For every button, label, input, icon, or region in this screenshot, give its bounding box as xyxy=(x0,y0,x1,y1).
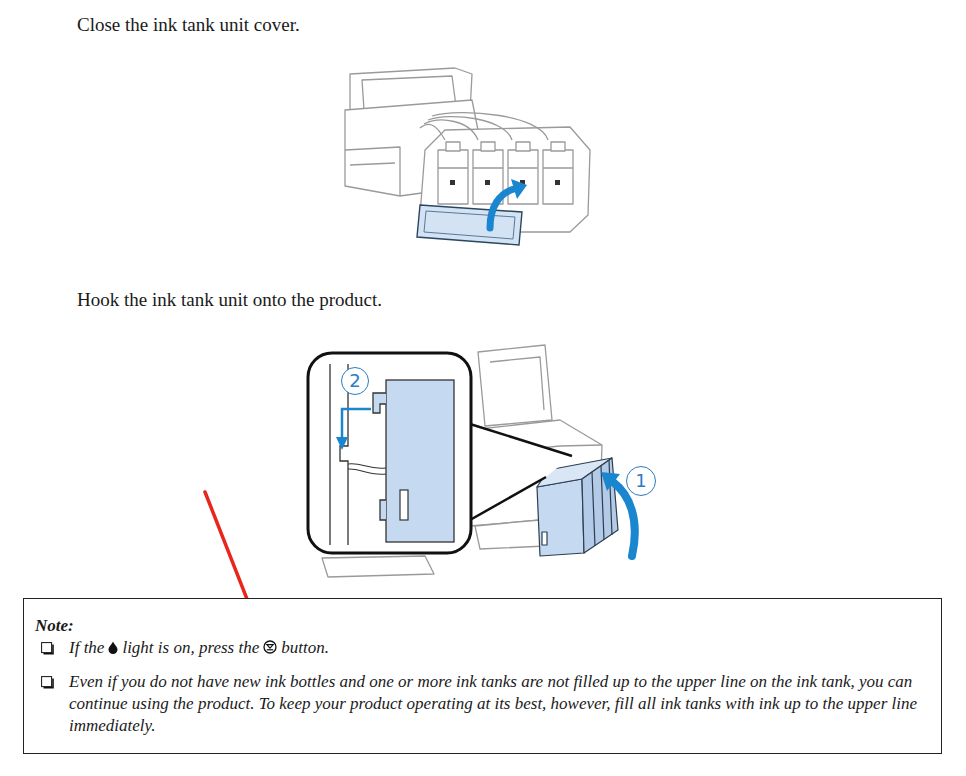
bullet-box xyxy=(41,642,55,656)
ink-tank-cover xyxy=(417,205,522,245)
note-text: Even if you do not have new ink bottles … xyxy=(69,672,917,735)
zoom-wedge xyxy=(470,424,572,520)
bullet-shadow xyxy=(44,645,54,654)
button-icon xyxy=(263,640,277,654)
bullet-shadow xyxy=(44,679,54,688)
ink-light-icon xyxy=(108,641,118,654)
callout-digit: 2 xyxy=(349,372,360,390)
note-text: button. xyxy=(281,638,329,657)
button-bar xyxy=(267,649,273,650)
button-ring xyxy=(264,641,276,653)
note-heading: Note: xyxy=(35,616,74,635)
printer-illustration-1 xyxy=(345,68,590,232)
step-instruction: Hook the ink tank unit onto the product. xyxy=(77,288,382,312)
note-item: Even if you do not have new ink bottles … xyxy=(35,671,931,737)
bullet-box xyxy=(41,676,55,690)
button-triangle xyxy=(267,645,273,649)
callout-digit: 1 xyxy=(635,472,646,490)
note-heading-row: Note: xyxy=(35,615,931,637)
step-instruction: Close the ink tank unit cover. xyxy=(77,13,300,37)
bullet-square xyxy=(42,643,52,653)
callout-number: 1 xyxy=(626,466,656,496)
tank-markings xyxy=(450,180,560,185)
ink-drop xyxy=(109,642,118,655)
callout-number: 2 xyxy=(341,367,369,395)
note-box: Note: If the light is on, press the button.… xyxy=(23,598,942,754)
detail-callout xyxy=(308,353,471,553)
note-item: If the light is on, press the button. xyxy=(35,637,931,659)
note-text: If the xyxy=(69,638,104,657)
close-arrow xyxy=(490,179,527,228)
bullet-square xyxy=(42,677,52,687)
note-text: light is on, press the xyxy=(122,638,259,657)
